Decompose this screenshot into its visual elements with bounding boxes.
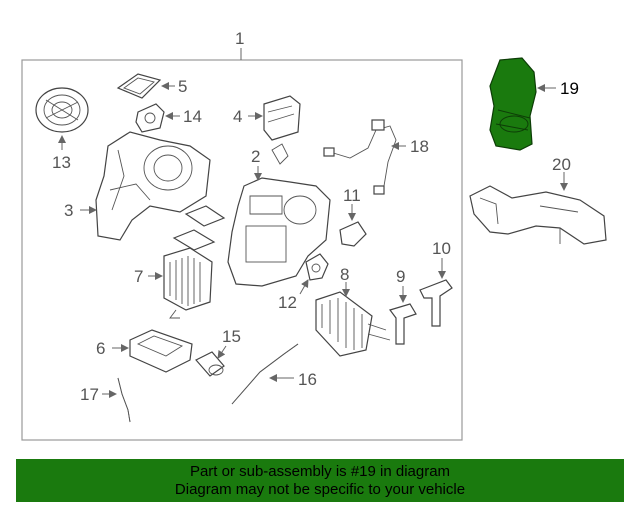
part-cabin-filter[interactable] [172,205,226,251]
banner-line-1: Part or sub-assembly is #19 in diagram [189,462,451,480]
callout-10[interactable]: 10 [432,239,451,258]
callout-9[interactable]: 9 [396,267,405,286]
callout-1[interactable]: 1 [235,29,244,48]
part-20-duct[interactable] [469,185,607,245]
part-12-sensor[interactable] [305,253,329,281]
callout-16[interactable]: 16 [298,370,317,389]
callout-20[interactable]: 20 [552,155,571,174]
part-7-evaporator[interactable] [163,247,213,319]
callout-17[interactable]: 17 [80,385,99,404]
callout-8[interactable]: 8 [340,265,349,284]
part-8-heater-core[interactable] [315,291,391,357]
callout-13[interactable]: 13 [52,153,71,172]
part-19-duct-highlighted[interactable] [489,57,537,151]
part-16-hose[interactable] [231,343,299,405]
callout-19[interactable]: 19 [560,79,579,98]
parts-diagram: 1 13 5 14 3 4 [21,29,607,441]
callout-6[interactable]: 6 [96,339,105,358]
banner-line-2: Diagram may not be specific to your vehi… [174,480,466,498]
callout-12[interactable]: 12 [278,293,297,312]
info-banner: Part or sub-assembly is #19 in diagram D… [16,459,624,502]
part-17-drain-hose[interactable] [117,377,131,423]
callout-7[interactable]: 7 [134,267,143,286]
part-14-actuator[interactable] [135,103,165,133]
part-4-duct[interactable] [263,95,301,141]
part-10-pipe[interactable] [419,279,453,327]
part-15-valve[interactable] [195,351,225,377]
callout-4[interactable]: 4 [233,107,242,126]
callout-3[interactable]: 3 [64,201,73,220]
callout-18[interactable]: 18 [410,137,429,156]
part-13-blower-motor[interactable] [35,87,89,133]
part-6-tray[interactable] [129,329,193,373]
callout-15[interactable]: 15 [222,327,241,346]
callout-11[interactable]: 11 [343,186,361,205]
part-2-hvac-case[interactable] [227,143,331,287]
callout-2[interactable]: 2 [251,147,260,166]
part-3-blower-housing[interactable] [95,131,211,241]
part-9-pipe[interactable] [389,303,417,345]
part-18-wiring-harness[interactable] [323,119,397,195]
assembly-frame [21,59,463,441]
part-5-gasket[interactable] [116,73,162,99]
part-11-bracket[interactable] [339,221,367,247]
callout-5[interactable]: 5 [178,77,187,96]
callout-14[interactable]: 14 [183,107,202,126]
